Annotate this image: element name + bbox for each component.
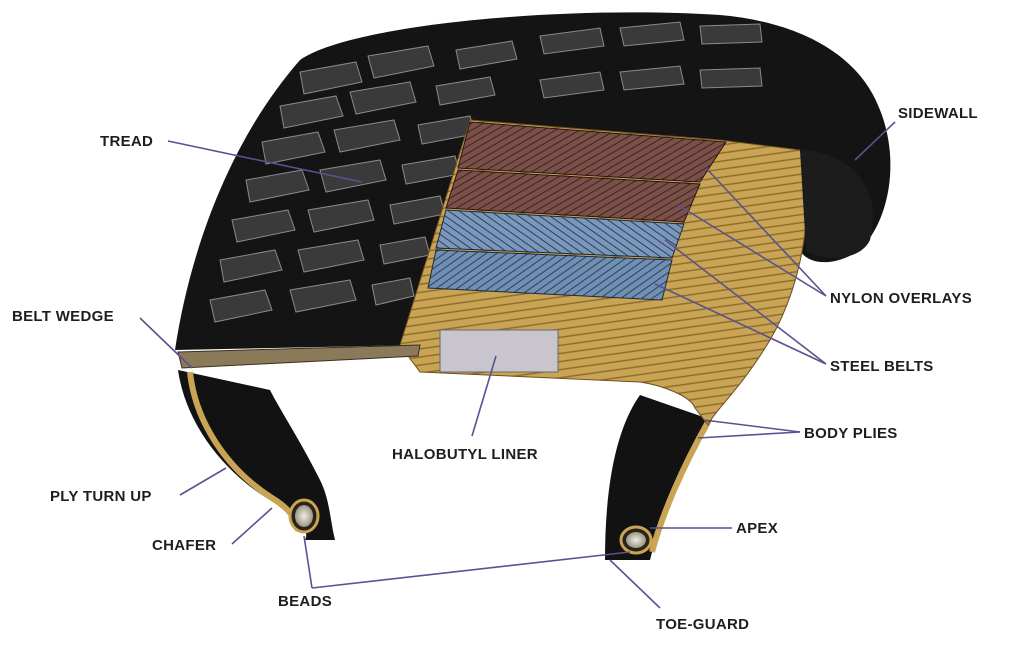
callout-labels: TREAD SIDEWALL BELT WEDGE NYLON OVERLAYS… <box>12 105 978 633</box>
tire-cavity <box>215 371 700 560</box>
label-halobutyl-liner: HALOBUTYL LINER <box>392 446 538 463</box>
leader-lines <box>139 121 896 609</box>
label-sidewall: SIDEWALL <box>898 105 978 122</box>
nylon-overlay-top <box>457 121 727 183</box>
label-chafer: CHAFER <box>152 537 216 554</box>
chafer-leader <box>231 507 273 545</box>
label-belt-wedge: BELT WEDGE <box>12 308 114 325</box>
beads-leader-1 <box>303 535 313 589</box>
sidewall-shoulder <box>800 150 873 259</box>
nylon-overlays-leader-1 <box>705 167 827 297</box>
body-plies-leader-2 <box>697 431 801 439</box>
right-bead <box>619 525 653 555</box>
label-body-plies: BODY PLIES <box>804 425 898 442</box>
steel-belt-bottom <box>427 249 673 301</box>
label-beads: BEADS <box>278 593 332 610</box>
belt-wedge-leader <box>139 317 193 369</box>
belt-wedge-strip <box>177 344 421 369</box>
beads-leader-2 <box>311 551 631 589</box>
steel-belt-top <box>435 209 685 259</box>
label-nylon-overlays: NYLON OVERLAYS <box>830 290 972 307</box>
nylon-overlays-leader-2 <box>677 204 827 297</box>
label-toe-guard: TOE-GUARD <box>656 616 749 633</box>
halobutyl-liner-panel <box>439 329 559 373</box>
left-sidewall-section <box>178 370 335 540</box>
label-apex: APEX <box>736 520 778 537</box>
body-plies-leader-1 <box>703 419 801 433</box>
right-sidewall-section <box>605 395 712 560</box>
steel-belts-leader-1 <box>664 239 827 365</box>
ply-turn-up-leader <box>179 467 227 496</box>
sidewall-leader <box>854 121 896 161</box>
toe-guard-leader <box>609 559 661 609</box>
label-ply-turn-up: PLY TURN UP <box>50 488 152 505</box>
tread-leader <box>167 140 363 183</box>
label-steel-belts: STEEL BELTS <box>830 358 934 375</box>
steel-belts-leader-2 <box>654 283 827 365</box>
halobutyl-liner-leader <box>471 355 497 437</box>
nylon-overlay-bottom <box>445 169 701 223</box>
label-tread: TREAD <box>100 133 153 150</box>
tread-blocks <box>209 21 763 323</box>
left-bead <box>288 498 320 534</box>
